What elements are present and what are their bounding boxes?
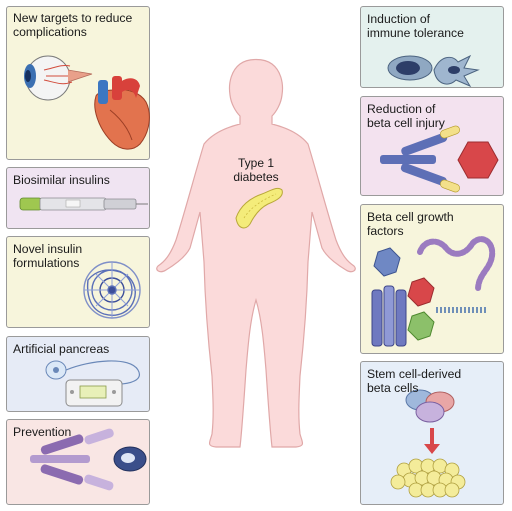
panel-novel-insulin bbox=[6, 236, 150, 328]
insulin-pen-icon bbox=[19, 197, 148, 211]
panel-growth-factors-label: Beta cell growth factors bbox=[367, 210, 454, 238]
stem-cell-icon bbox=[390, 389, 466, 498]
panel-beta-injury-label: Reduction of beta cell injury bbox=[367, 102, 445, 130]
panel-new-targets-label: New targets to reduce complications bbox=[13, 11, 133, 39]
heart-icon bbox=[94, 76, 150, 150]
pancreas-icon bbox=[235, 187, 283, 229]
growth-factor-icon bbox=[371, 236, 496, 347]
immune-cell-icon bbox=[387, 54, 480, 88]
eye-icon bbox=[24, 55, 93, 101]
panel-stem-cell-label: Stem cell-derived beta cells bbox=[367, 367, 462, 395]
child-body bbox=[156, 58, 356, 448]
insulin-hexamer-icon bbox=[83, 261, 141, 319]
panel-artificial-pancreas-label: Artificial pancreas bbox=[13, 342, 110, 356]
panel-immune-tolerance-label: Induction of immune tolerance bbox=[367, 12, 464, 40]
panel-novel-insulin-label: Novel insulin formulations bbox=[13, 242, 83, 270]
panel-immune-tolerance bbox=[360, 6, 504, 88]
type-1-diabetes-label: Type 1 diabetes bbox=[233, 156, 279, 184]
panel-prevention-label: Prevention bbox=[13, 425, 72, 439]
panel-biosimilar-label: Biosimilar insulins bbox=[13, 173, 110, 187]
antibody-icon bbox=[30, 428, 147, 491]
insulin-pump-icon bbox=[45, 360, 140, 407]
receptor-icon bbox=[380, 125, 499, 193]
